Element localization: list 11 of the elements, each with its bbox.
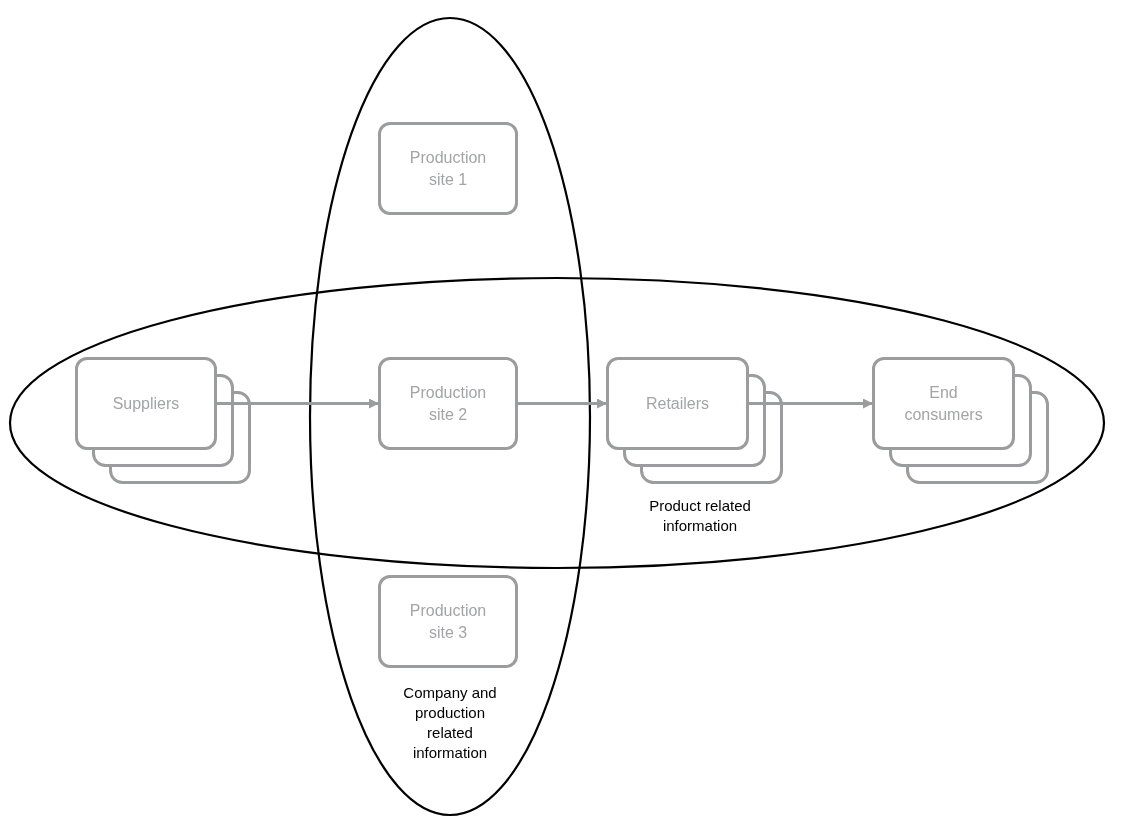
process-box: Retailers: [606, 357, 749, 450]
group-label: Company and production related information: [402, 683, 498, 763]
process-box: End consumers: [872, 357, 1015, 450]
process-box: Production site 1: [378, 122, 518, 215]
arrow: [749, 398, 873, 409]
arrow: [217, 398, 379, 409]
process-box: Production site 3: [378, 575, 518, 668]
process-box: Suppliers: [75, 357, 217, 450]
arrow: [518, 398, 607, 409]
group-label: Product related information: [648, 496, 752, 536]
process-box: Production site 2: [378, 357, 518, 450]
